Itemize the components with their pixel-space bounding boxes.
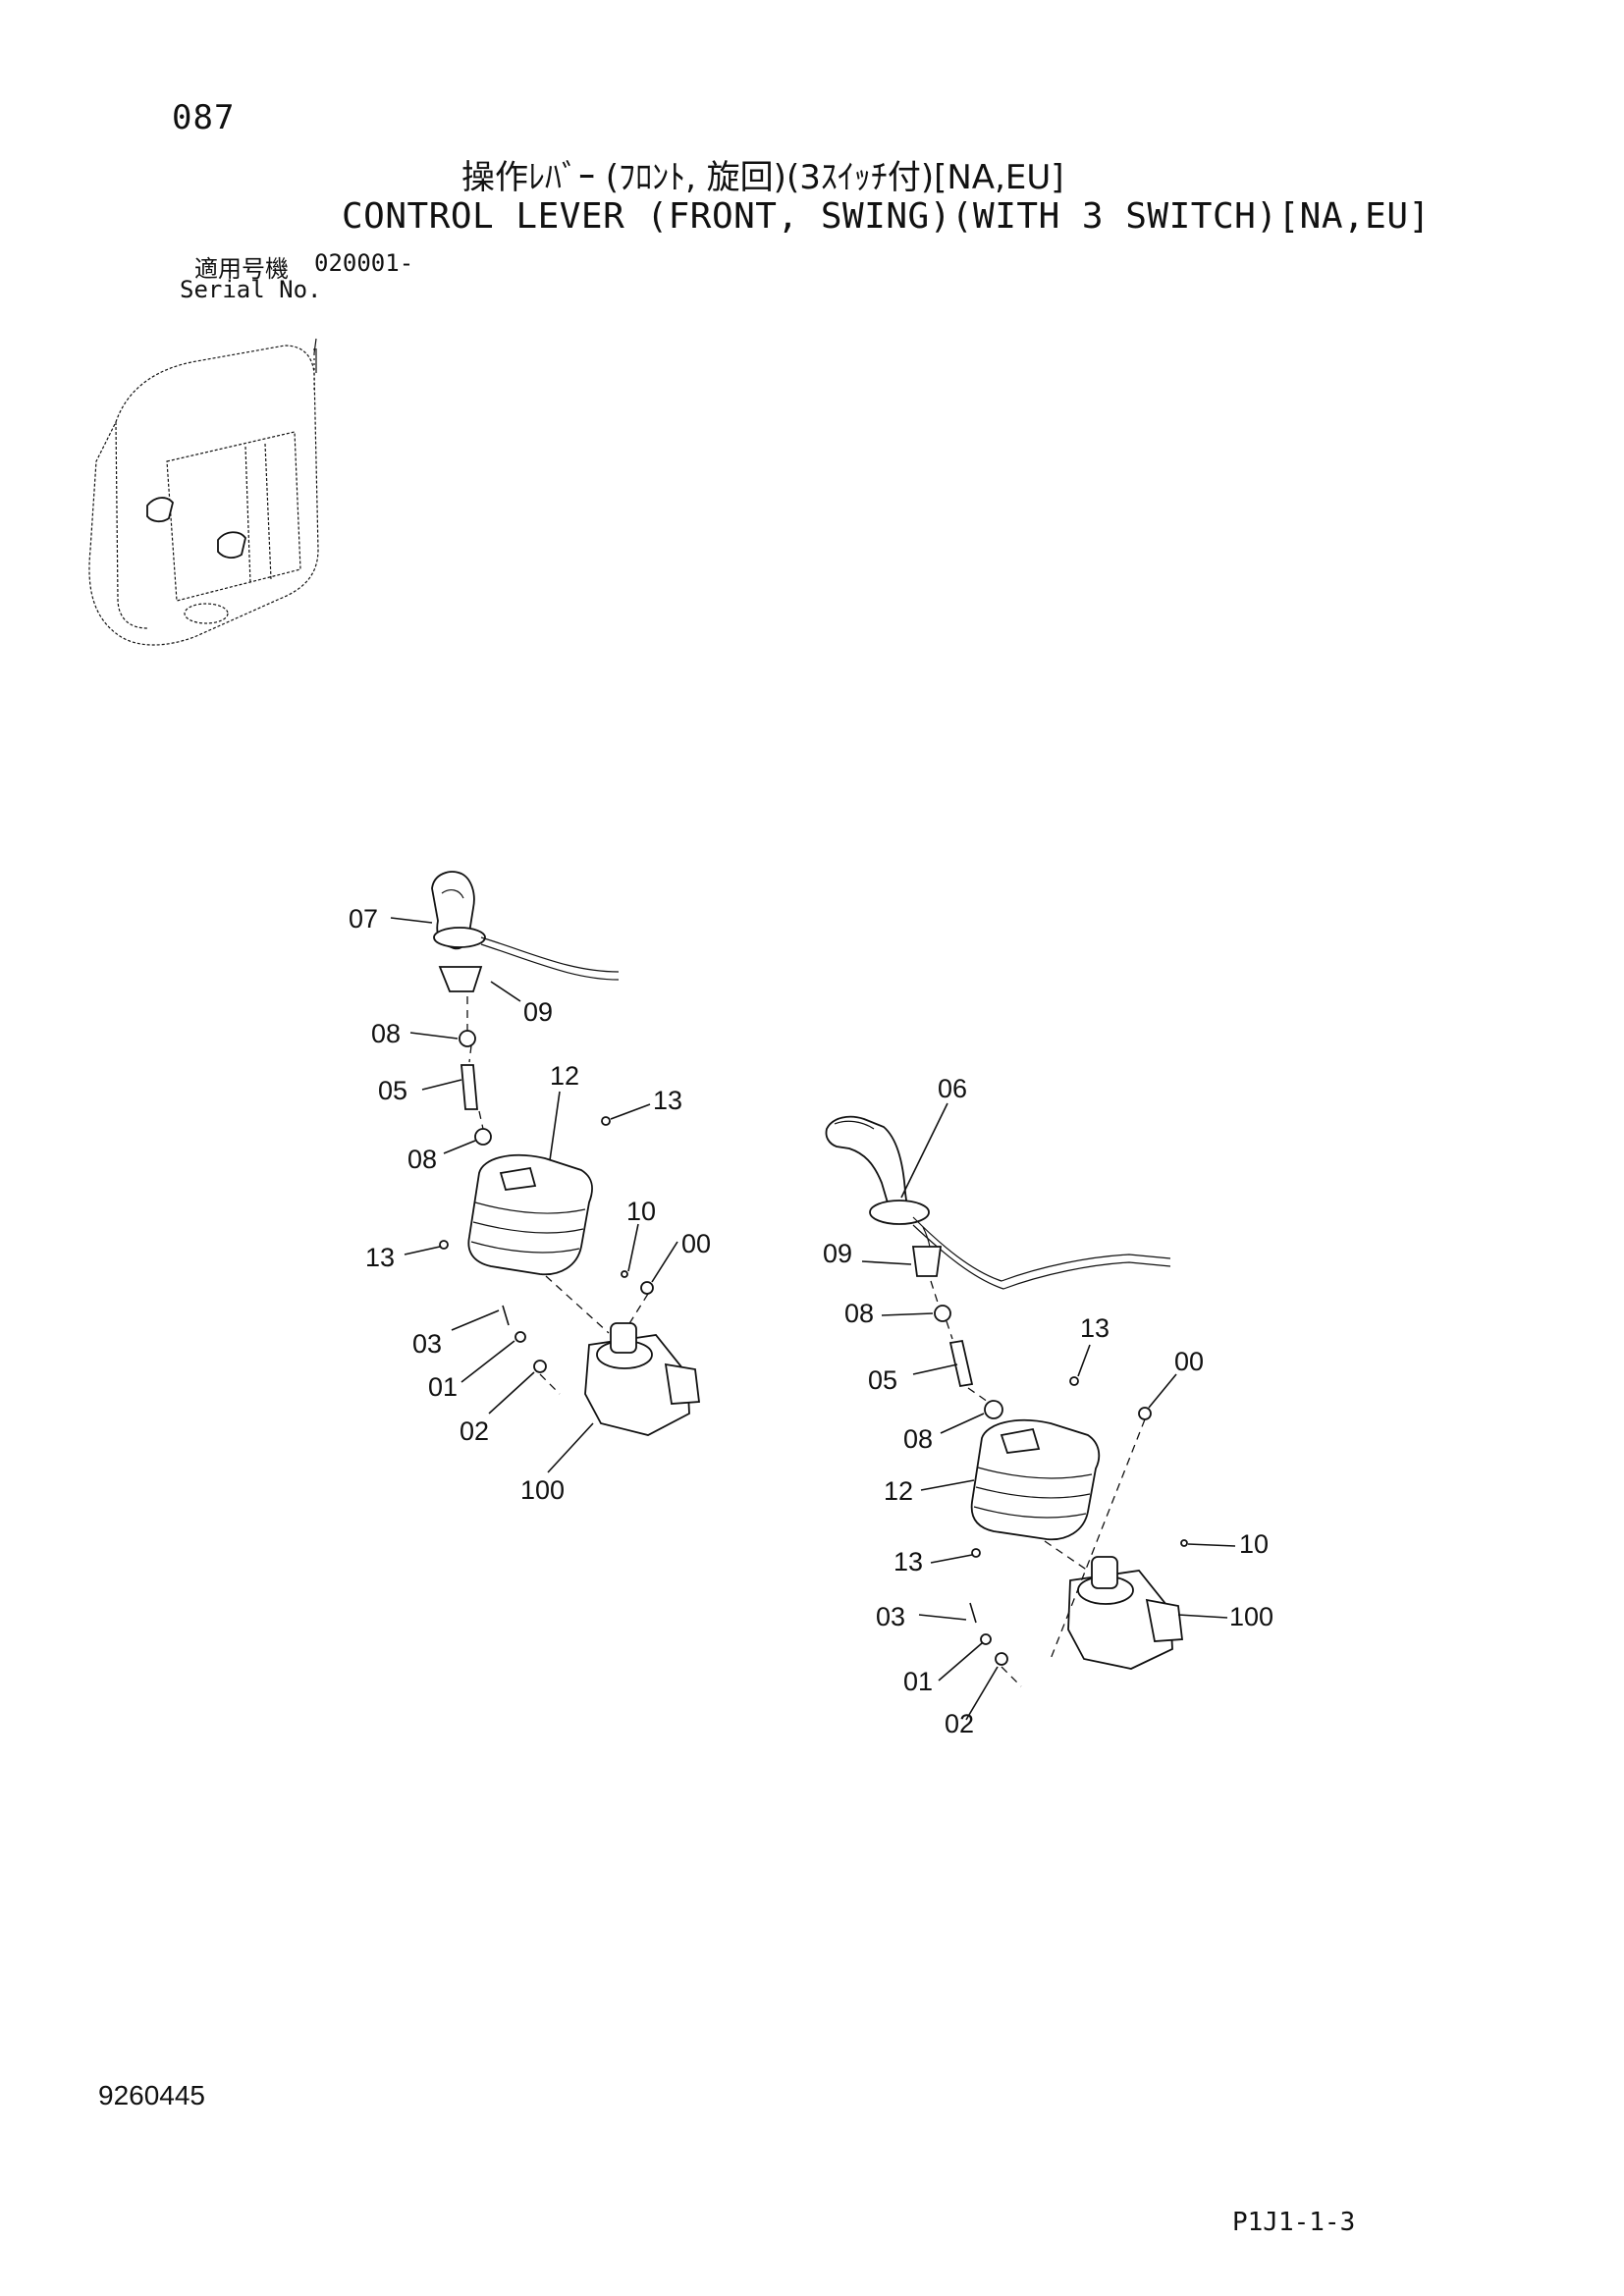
callout-07: 07 <box>349 904 378 934</box>
cab-location-thumbnail <box>88 338 319 646</box>
boot-12-drawing-right <box>970 1418 1101 1541</box>
callout-13: 13 <box>893 1547 923 1576</box>
callout-09: 09 <box>823 1239 852 1268</box>
callout-09: 09 <box>523 997 553 1027</box>
boot-12-drawing <box>467 1154 593 1276</box>
document-number: 9260445 <box>98 2080 206 2110</box>
reference-code: P1J1-1-3 <box>1232 2208 1356 2237</box>
title-japanese: 操作ﾚﾊﾞｰ (ﾌﾛﾝﾄ, 旋回)(3ｽｲｯﾁ付)[NA,EU] <box>461 158 1064 197</box>
callout-12: 12 <box>884 1476 913 1506</box>
left-control-lever-assembly: 07 09 08 05 12 13 08 13 10 00 03 01 02 1… <box>349 871 711 1505</box>
callout-03: 03 <box>412 1329 442 1359</box>
callout-10: 10 <box>626 1197 656 1226</box>
callout-08: 08 <box>407 1145 437 1174</box>
callout-08: 08 <box>844 1299 874 1328</box>
callout-13: 13 <box>1080 1313 1110 1343</box>
callout-03: 03 <box>876 1602 905 1631</box>
callout-00: 00 <box>681 1229 711 1258</box>
callout-01: 01 <box>428 1372 458 1402</box>
callout-100: 100 <box>1229 1602 1273 1631</box>
callout-02: 02 <box>945 1709 974 1738</box>
callout-06: 06 <box>938 1074 967 1103</box>
grip-06-drawing <box>825 1115 909 1210</box>
callout-01: 01 <box>903 1667 933 1696</box>
callout-02: 02 <box>460 1416 489 1446</box>
serial-number-value: 020001- <box>314 249 414 277</box>
callout-05: 05 <box>378 1076 407 1105</box>
page-number: 087 <box>172 98 236 137</box>
callout-13: 13 <box>653 1086 682 1115</box>
serial-label-japanese: 適用号機 <box>194 255 289 283</box>
callout-05: 05 <box>868 1365 897 1395</box>
callout-13: 13 <box>365 1243 395 1272</box>
serial-label-english: Serial No. <box>180 276 322 303</box>
callout-12: 12 <box>550 1061 579 1091</box>
callout-10: 10 <box>1239 1529 1269 1559</box>
right-control-lever-assembly: 06 09 08 05 13 00 08 12 13 10 03 100 01 … <box>823 1074 1273 1738</box>
callout-08: 08 <box>371 1019 401 1048</box>
callout-08: 08 <box>903 1424 933 1454</box>
title-english: CONTROL LEVER (FRONT, SWING)(WITH 3 SWIT… <box>342 196 1431 237</box>
callout-100: 100 <box>520 1475 565 1505</box>
callout-00: 00 <box>1174 1347 1204 1376</box>
